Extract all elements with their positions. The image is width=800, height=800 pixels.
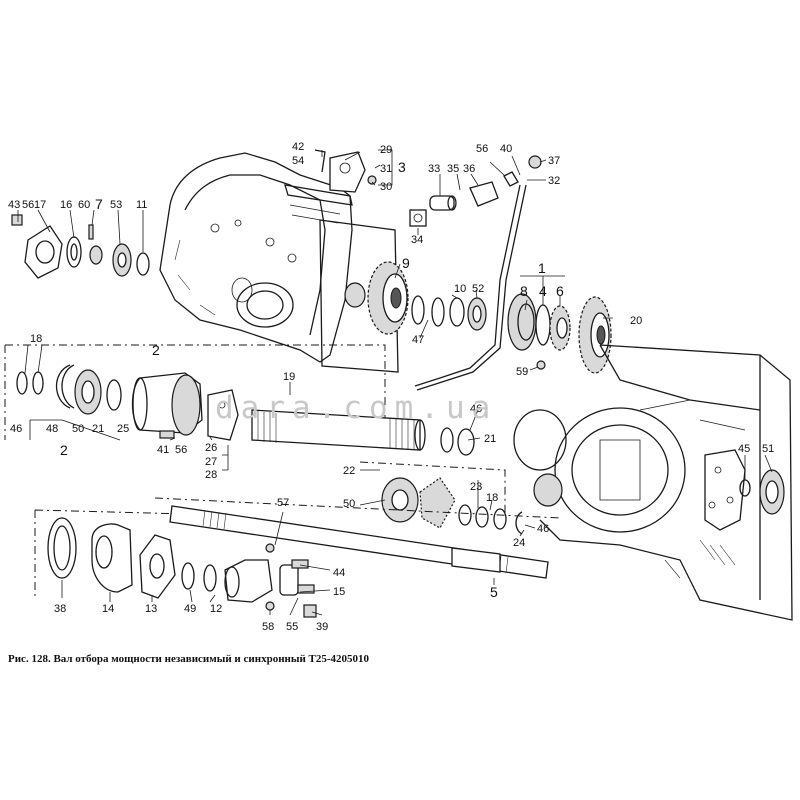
callout-46: 46 (537, 523, 549, 535)
callout-57: 57 (277, 497, 289, 509)
callout-2-lower: 2 (60, 442, 68, 458)
callout-36: 36 (463, 163, 475, 175)
rings-46-21 (440, 427, 475, 456)
callout-12: 12 (210, 603, 222, 615)
callout-29: 29 (380, 144, 392, 156)
callout-18: 18 (486, 492, 498, 504)
callout-26: 26 (205, 442, 217, 454)
callout-2: 2 (152, 342, 160, 358)
callout-37: 37 (548, 155, 560, 167)
callout-7: 7 (95, 196, 103, 212)
callout-49: 49 (184, 603, 196, 615)
callout-47: 47 (412, 334, 424, 346)
upper-left-parts (11, 214, 150, 279)
callout-59: 59 (516, 366, 528, 378)
callout-50: 50 (343, 498, 355, 510)
callout-25: 25 (117, 423, 129, 435)
shaft-19 (251, 409, 426, 451)
lever-assembly (409, 155, 542, 391)
callout-55: 55 (286, 621, 298, 633)
callout-19: 19 (283, 371, 295, 383)
callout-13: 13 (145, 603, 157, 615)
callout-28: 28 (205, 469, 217, 481)
callout-33: 33 (428, 163, 440, 175)
callout-44: 44 (333, 567, 345, 579)
callout-15: 15 (333, 586, 345, 598)
callout-45: 45 (738, 443, 750, 455)
callout-8: 8 (520, 283, 528, 299)
watermark: dara.com.ua (215, 390, 497, 426)
callout-3: 3 (398, 159, 406, 175)
callout-39: 39 (316, 621, 328, 633)
callout-43: 43 (8, 199, 20, 211)
callout-23: 23 (470, 481, 482, 493)
callout-1: 1 (538, 260, 546, 276)
callout-40: 40 (500, 143, 512, 155)
group-2-parts (4, 344, 386, 441)
callout-11: 11 (136, 199, 147, 211)
figure-caption: Рис. 128. Вал отбора мощности независимы… (8, 653, 370, 665)
rear-housing (513, 344, 793, 621)
shaft-5 (34, 497, 561, 600)
leader-lines (17, 149, 773, 616)
callout-17: 17 (34, 199, 46, 211)
callout-6: 6 (556, 283, 564, 299)
callout-5: 5 (490, 584, 498, 600)
callout-10: 10 (454, 283, 466, 295)
upper-housing (159, 152, 399, 373)
gear-9 (367, 261, 409, 335)
callout-56: 56 (175, 444, 187, 456)
callout-21: 21 (92, 423, 104, 435)
group-22-parts (359, 461, 523, 535)
callout-20: 20 (630, 315, 642, 327)
callout-21: 21 (484, 433, 496, 445)
callout-46: 46 (470, 403, 482, 415)
callout-38: 38 (54, 603, 66, 615)
callout-32: 32 (548, 175, 560, 187)
callout-16: 16 (60, 199, 72, 211)
callout-24: 24 (513, 537, 525, 549)
callout-48: 48 (46, 423, 58, 435)
callout-numbers: 43 56 17 16 60 7 53 11 42 54 29 31 3 30 … (8, 141, 774, 633)
cover-plate-3 (314, 149, 377, 193)
callout-35: 35 (447, 163, 459, 175)
callout-60: 60 (78, 199, 90, 211)
callout-41: 41 (157, 444, 169, 456)
callout-46: 46 (10, 423, 22, 435)
gear-group-1 (507, 293, 571, 370)
bearing-51 (739, 469, 785, 515)
callout-14: 14 (102, 603, 114, 615)
callout-9: 9 (402, 255, 410, 271)
callout-42: 42 (292, 141, 304, 153)
callout-30: 30 (380, 181, 392, 193)
callout-27: 27 (205, 456, 217, 468)
callout-54: 54 (292, 155, 304, 167)
callout-31: 31 (380, 163, 392, 175)
callout-4: 4 (539, 283, 547, 299)
callout-52: 52 (472, 283, 484, 295)
gear-20 (578, 296, 612, 374)
callout-53: 53 (110, 199, 122, 211)
callout-51: 51 (762, 443, 774, 455)
snap-rings-47 (411, 295, 487, 331)
callout-56: 56 (476, 143, 488, 155)
callout-18: 18 (30, 333, 42, 345)
lower-parts (47, 517, 317, 618)
callout-50: 50 (72, 423, 84, 435)
callout-58: 58 (262, 621, 274, 633)
callout-56: 56 (22, 199, 34, 211)
callout-34: 34 (411, 234, 423, 246)
callout-22: 22 (343, 465, 355, 477)
